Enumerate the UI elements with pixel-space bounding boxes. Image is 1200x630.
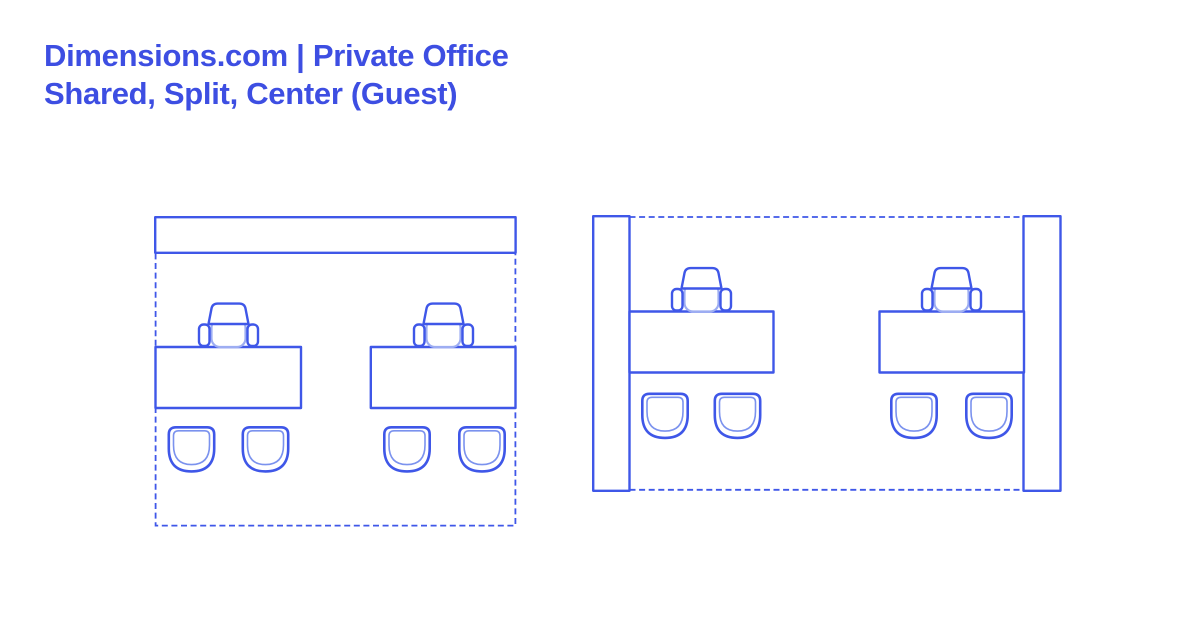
office-chair [412, 302, 475, 349]
floor-plan-right [592, 214, 1062, 493]
page-title: Dimensions.com | Private Office Shared, … [44, 37, 509, 113]
guest-chair [713, 392, 762, 440]
desk [878, 310, 1026, 374]
desk [154, 345, 303, 410]
office-chair [670, 266, 733, 313]
page-title-line1: Dimensions.com | Private Office [44, 38, 509, 73]
wall-right [1022, 214, 1062, 493]
guest-chair [167, 425, 216, 473]
desk [628, 310, 775, 374]
desk [369, 345, 517, 410]
floor-plan-left [153, 215, 517, 527]
guest-chair [382, 425, 432, 473]
guest-chair [964, 392, 1014, 440]
wall-top [153, 215, 517, 254]
office-chair [197, 302, 260, 349]
wall-left [592, 214, 631, 493]
guest-chair [640, 392, 690, 440]
office-chair [920, 266, 983, 313]
guest-chair [889, 392, 939, 440]
page-title-line2: Shared, Split, Center (Guest) [44, 76, 458, 111]
guest-chair [241, 425, 290, 473]
guest-chair [457, 425, 507, 473]
